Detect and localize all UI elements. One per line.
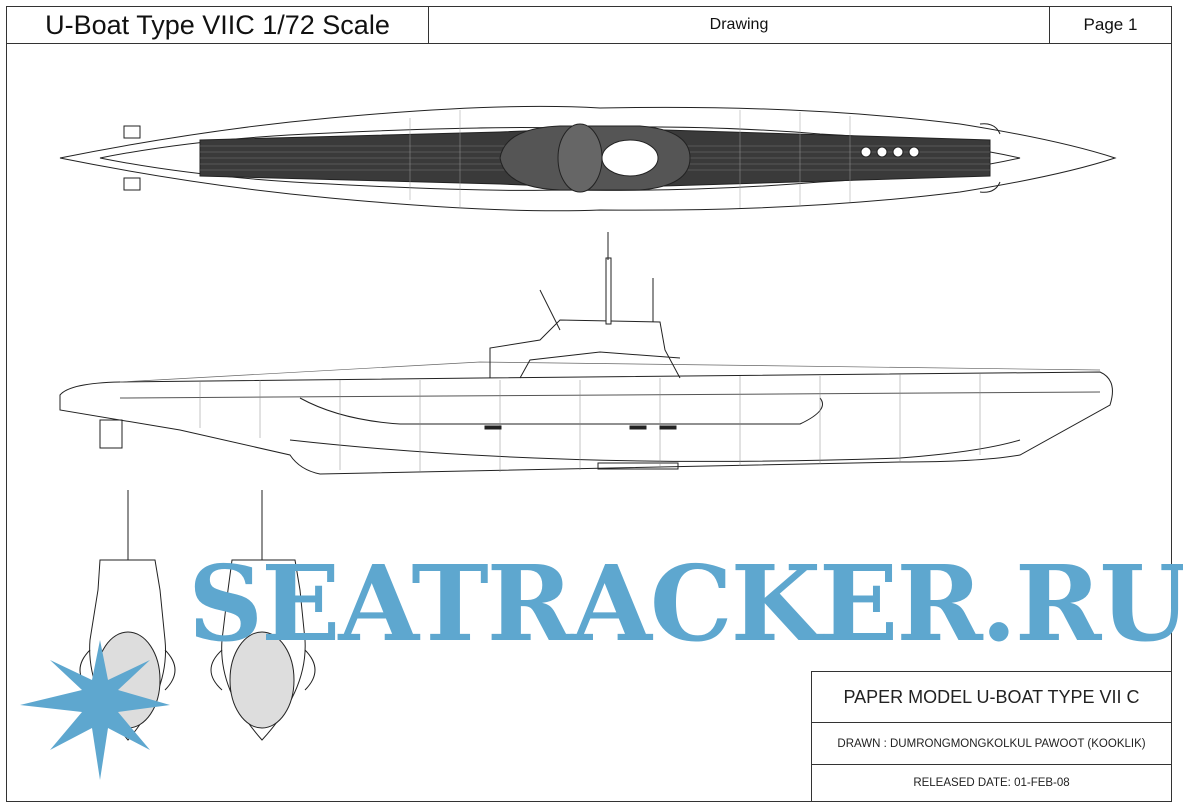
title-block: PAPER MODEL U-BOAT TYPE VII C DRAWN : DU… <box>811 671 1172 802</box>
page-number: Page 1 <box>1083 15 1138 34</box>
top-view <box>59 105 1117 212</box>
front-view-stern <box>210 490 316 741</box>
model-name: PAPER MODEL U-BOAT TYPE VII C <box>812 672 1171 723</box>
drawing-title: U-Boat Type VIIC 1/72 Scale <box>7 7 429 43</box>
released-date: RELEASED DATE: 01-FEB-08 <box>913 777 1070 789</box>
watermark-text: SEATRACKER.RU <box>188 542 1183 665</box>
header-bar: U-Boat Type VIIC 1/72 Scale Drawing Page… <box>6 6 1172 44</box>
side-view <box>59 232 1113 475</box>
watermark-logo <box>20 640 170 780</box>
drawn-by: DRAWN : DUMRONGMONGKOLKUL PAWOOT (KOOKLI… <box>812 723 1171 765</box>
section-label: Drawing <box>429 7 1050 43</box>
